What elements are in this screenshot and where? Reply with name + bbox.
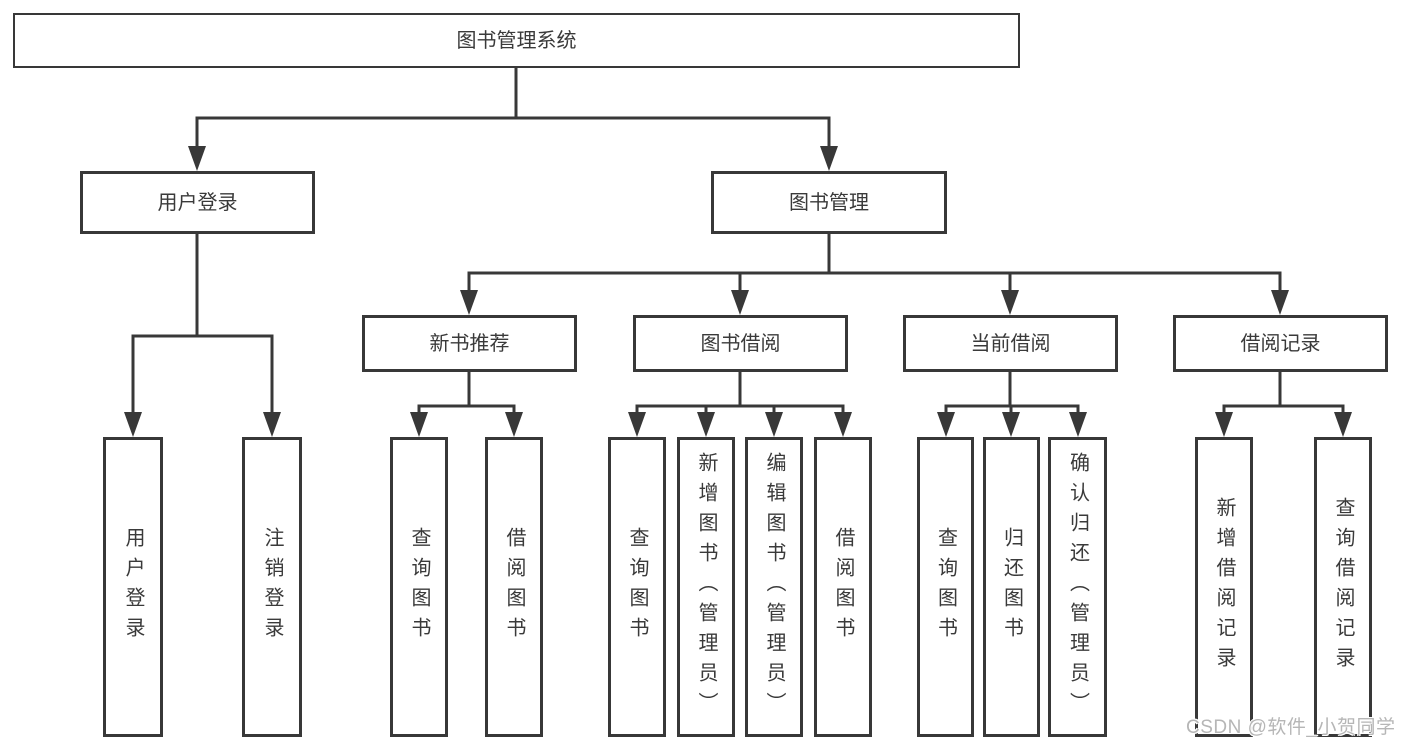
connector-new-book-recommend-to-leaves xyxy=(410,372,523,437)
leaf-confirm-return-admin: 确认归还（管理员） xyxy=(1048,437,1107,737)
connector-book-management-to-modules xyxy=(460,234,1289,315)
connector-user-login-to-leaves xyxy=(124,234,281,437)
leaf-return-books: 归还图书 xyxy=(983,437,1040,737)
node-user-login: 用户登录 xyxy=(80,171,315,234)
connector-book-borrow-to-leaves xyxy=(628,372,852,437)
connector-root-to-branches xyxy=(188,68,838,171)
leaf-logout: 注销登录 xyxy=(242,437,302,737)
node-current-borrow: 当前借阅 xyxy=(903,315,1118,372)
leaf-add-borrow-record: 新增借阅记录 xyxy=(1195,437,1253,737)
csdn-watermark: CSDN @软件_小贺同学 xyxy=(1186,717,1396,738)
node-borrow-records: 借阅记录 xyxy=(1173,315,1388,372)
leaf-user-login: 用户登录 xyxy=(103,437,163,737)
leaf-borrow-books: 借阅图书 xyxy=(814,437,872,737)
connector-borrow-records-to-leaves xyxy=(1215,372,1352,437)
node-new-book-recommend: 新书推荐 xyxy=(362,315,577,372)
leaf-query-books-current: 查询图书 xyxy=(917,437,974,737)
connector-current-borrow-to-leaves xyxy=(937,372,1087,437)
leaf-edit-books-admin: 编辑图书（管理员） xyxy=(745,437,803,737)
node-book-management: 图书管理 xyxy=(711,171,947,234)
leaf-query-books-borrow: 查询图书 xyxy=(608,437,666,737)
leaf-query-books-recommend: 查询图书 xyxy=(390,437,448,737)
node-book-borrow: 图书借阅 xyxy=(633,315,848,372)
leaf-query-borrow-record: 查询借阅记录 xyxy=(1314,437,1372,737)
leaf-add-books-admin: 新增图书（管理员） xyxy=(677,437,735,737)
leaf-borrow-books-recommend: 借阅图书 xyxy=(485,437,543,737)
node-library-management-system: 图书管理系统 xyxy=(13,13,1020,68)
